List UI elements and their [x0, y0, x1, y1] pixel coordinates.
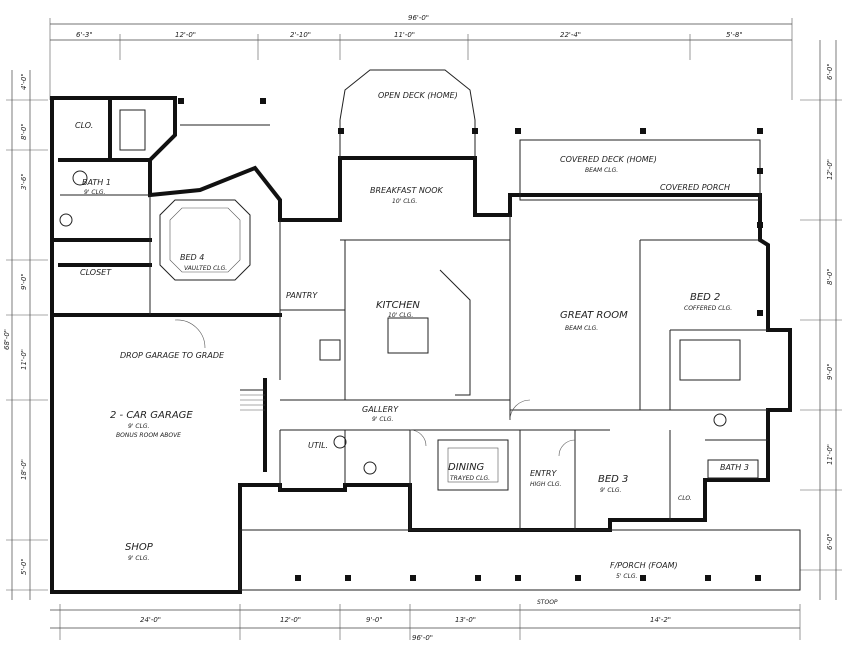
overall-width-top: 96'-0": [408, 14, 429, 22]
stoop-label: STOOP: [537, 599, 558, 606]
kitchen-ceiling: 10' CLG.: [388, 312, 413, 319]
covered-deck-label: COVERED DECK (HOME): [560, 155, 657, 164]
pantry-label: PANTRY: [286, 291, 318, 300]
dining-label: DINING: [448, 462, 485, 473]
gallery-label: GALLERY: [362, 405, 399, 414]
bath3-label: BATH 3: [720, 463, 749, 472]
closet-label: CLO.: [75, 121, 93, 130]
bottom-dim-1: 24'-0": [140, 616, 161, 624]
bottom-dim-4: 13'-0": [455, 616, 476, 624]
bottom-dim-2: 12'-0": [280, 616, 301, 624]
great-room-label: GREAT ROOM: [560, 310, 628, 321]
kitchen-label: KITCHEN: [376, 300, 420, 311]
garage-label: 2 - CAR GARAGE: [110, 410, 193, 421]
dining-ceiling: TRAYED CLG.: [450, 475, 490, 482]
exterior-walls: [50, 96, 792, 594]
overall-width-bottom: 96'-0": [412, 634, 433, 642]
bottom-dim-3: 9'-0": [366, 616, 383, 624]
clo2-label: CLO.: [678, 495, 692, 502]
bed4-ceiling: VAULTED CLG.: [184, 265, 227, 272]
garage-ceiling: 9' CLG.: [128, 423, 150, 430]
right-dim-6: 6'-0": [826, 533, 834, 550]
bottom-dim-5: 14'-2": [650, 616, 671, 624]
right-dim-1: 6'-0": [826, 63, 834, 80]
top-dim-6: 5'-8": [726, 31, 743, 39]
shop-ceiling: 9' CLG.: [128, 555, 150, 562]
util-label: UTIL.: [308, 441, 328, 450]
left-dim-2: 8'-0": [20, 123, 28, 140]
bed2-label: BED 2: [690, 292, 720, 303]
bath1-ceiling: 9' CLG.: [84, 189, 106, 196]
left-dim-7: 5'-0": [20, 558, 28, 575]
left-dim-3: 3'-6": [20, 173, 28, 190]
interior-walls: [60, 194, 768, 530]
left-dim-4: 9'-0": [20, 273, 28, 290]
top-dim-4: 11'-0": [394, 31, 415, 39]
great-room-ceiling: BEAM CLG.: [565, 325, 598, 332]
top-dim-5: 22'-4": [560, 31, 581, 39]
covered-porch-label: COVERED PORCH: [660, 183, 730, 192]
dimension-lines: [6, 18, 842, 640]
right-dim-5: 11'-0": [826, 444, 834, 465]
bed4-label: BED 4: [180, 253, 204, 262]
bed2-ceiling: COFFERED CLG.: [684, 305, 732, 312]
gallery-ceiling: 9' CLG.: [372, 416, 394, 423]
top-dim-1: 6'-3": [76, 31, 93, 39]
front-porch-ceiling: 5' CLG.: [616, 573, 638, 580]
front-porch-label: F/PORCH (FOAM): [610, 561, 678, 570]
bed3-label: BED 3: [598, 474, 628, 485]
right-dim-3: 8'-0": [826, 268, 834, 285]
left-dim-5: 11'-0": [20, 349, 28, 370]
open-deck-label: OPEN DECK (HOME): [378, 91, 458, 100]
breakfast-nook-label: BREAKFAST NOOK: [370, 186, 444, 195]
breakfast-ceiling: 10' CLG.: [392, 198, 417, 205]
overall-depth: 68'-0": [3, 329, 11, 350]
covered-deck-ceiling: BEAM CLG.: [585, 167, 618, 174]
garage-note: BONUS ROOM ABOVE: [116, 432, 181, 439]
entry-label: ENTRY: [530, 469, 557, 478]
fixtures: [59, 109, 759, 491]
top-dim-3: 2'-10": [290, 31, 311, 39]
right-dim-2: 12'-0": [826, 159, 834, 180]
porch-posts: [178, 98, 763, 581]
left-dim-6: 18'-0": [20, 459, 28, 480]
shop-label: SHOP: [125, 542, 154, 553]
entry-ceiling: HIGH CLG.: [530, 481, 562, 488]
drop-garage-label: DROP GARAGE TO GRADE: [120, 351, 225, 360]
closet2-label: CLOSET: [80, 268, 112, 277]
top-dim-2: 12'-0": [175, 31, 196, 39]
right-dim-4: 9'-0": [826, 363, 834, 380]
bed3-ceiling: 9' CLG.: [600, 487, 622, 494]
bath1-label: BATH 1: [82, 178, 111, 187]
left-dim-1: 4'-0": [20, 73, 28, 90]
